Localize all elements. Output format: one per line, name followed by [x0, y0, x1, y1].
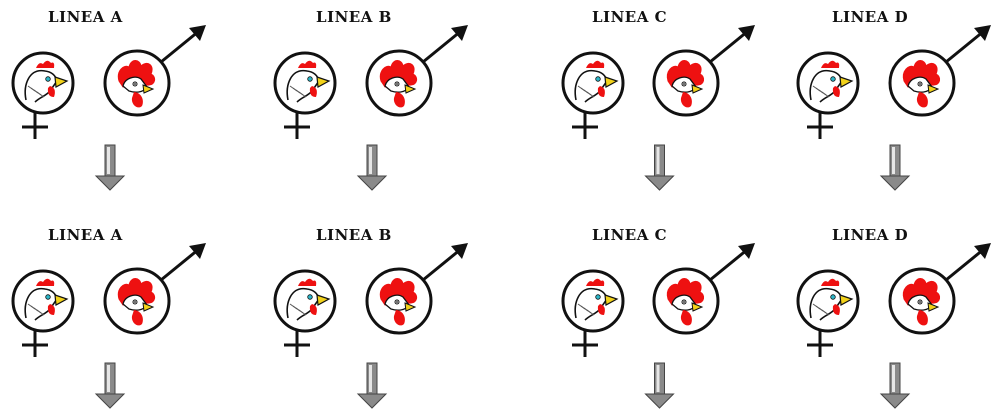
down-arrow-icon: [644, 144, 675, 191]
rooster-head-icon: [666, 278, 705, 326]
down-arrow-icon: [644, 362, 675, 409]
down-arrow-icon: [879, 362, 911, 409]
male-symbol-icon: [365, 243, 468, 335]
male-symbol-icon: [652, 243, 755, 335]
rooster-head-icon: [902, 278, 941, 326]
male-symbol-icon: [652, 25, 755, 117]
line-title: LINEA D: [832, 8, 909, 26]
down-arrow-icon: [94, 144, 126, 191]
rooster-head-icon: [666, 60, 705, 108]
hen-head-icon: [574, 278, 619, 321]
down-arrow-icon: [94, 362, 126, 409]
rooster-head-icon: [117, 278, 156, 326]
line-title: LINEA A: [48, 226, 123, 244]
hen-head-icon: [574, 60, 619, 103]
line-title: LINEA C: [592, 226, 668, 244]
rooster-head-icon: [379, 60, 418, 108]
female-symbol-icon: [273, 269, 337, 357]
line-title: LINEA C: [592, 8, 668, 26]
female-symbol-icon: [561, 269, 625, 357]
rooster-head-icon: [902, 60, 941, 108]
male-symbol-icon: [365, 25, 468, 117]
rooster-head-icon: [379, 278, 418, 326]
line-title: LINEA D: [832, 226, 909, 244]
female-symbol-icon: [561, 51, 625, 139]
down-arrow-icon: [879, 144, 911, 191]
hen-head-icon: [286, 278, 331, 321]
line-title: LINEA B: [316, 226, 392, 244]
hen-head-icon: [809, 60, 854, 103]
rooster-head-icon: [117, 60, 156, 108]
female-symbol-icon: [796, 51, 860, 139]
line-title: LINEA B: [316, 8, 392, 26]
female-symbol-icon: [796, 269, 860, 357]
male-symbol-icon: [888, 243, 991, 335]
female-symbol-icon: [11, 269, 75, 357]
down-arrow-icon: [356, 362, 388, 409]
hen-head-icon: [809, 278, 854, 321]
line-title: LINEA A: [48, 8, 123, 26]
hen-head-icon: [24, 60, 69, 103]
male-symbol-icon: [888, 25, 991, 117]
hen-head-icon: [24, 278, 69, 321]
male-symbol-icon: [103, 243, 206, 335]
male-symbol-icon: [103, 25, 206, 117]
hen-head-icon: [286, 60, 331, 103]
female-symbol-icon: [11, 51, 75, 139]
female-symbol-icon: [273, 51, 337, 139]
down-arrow-icon: [356, 144, 388, 191]
